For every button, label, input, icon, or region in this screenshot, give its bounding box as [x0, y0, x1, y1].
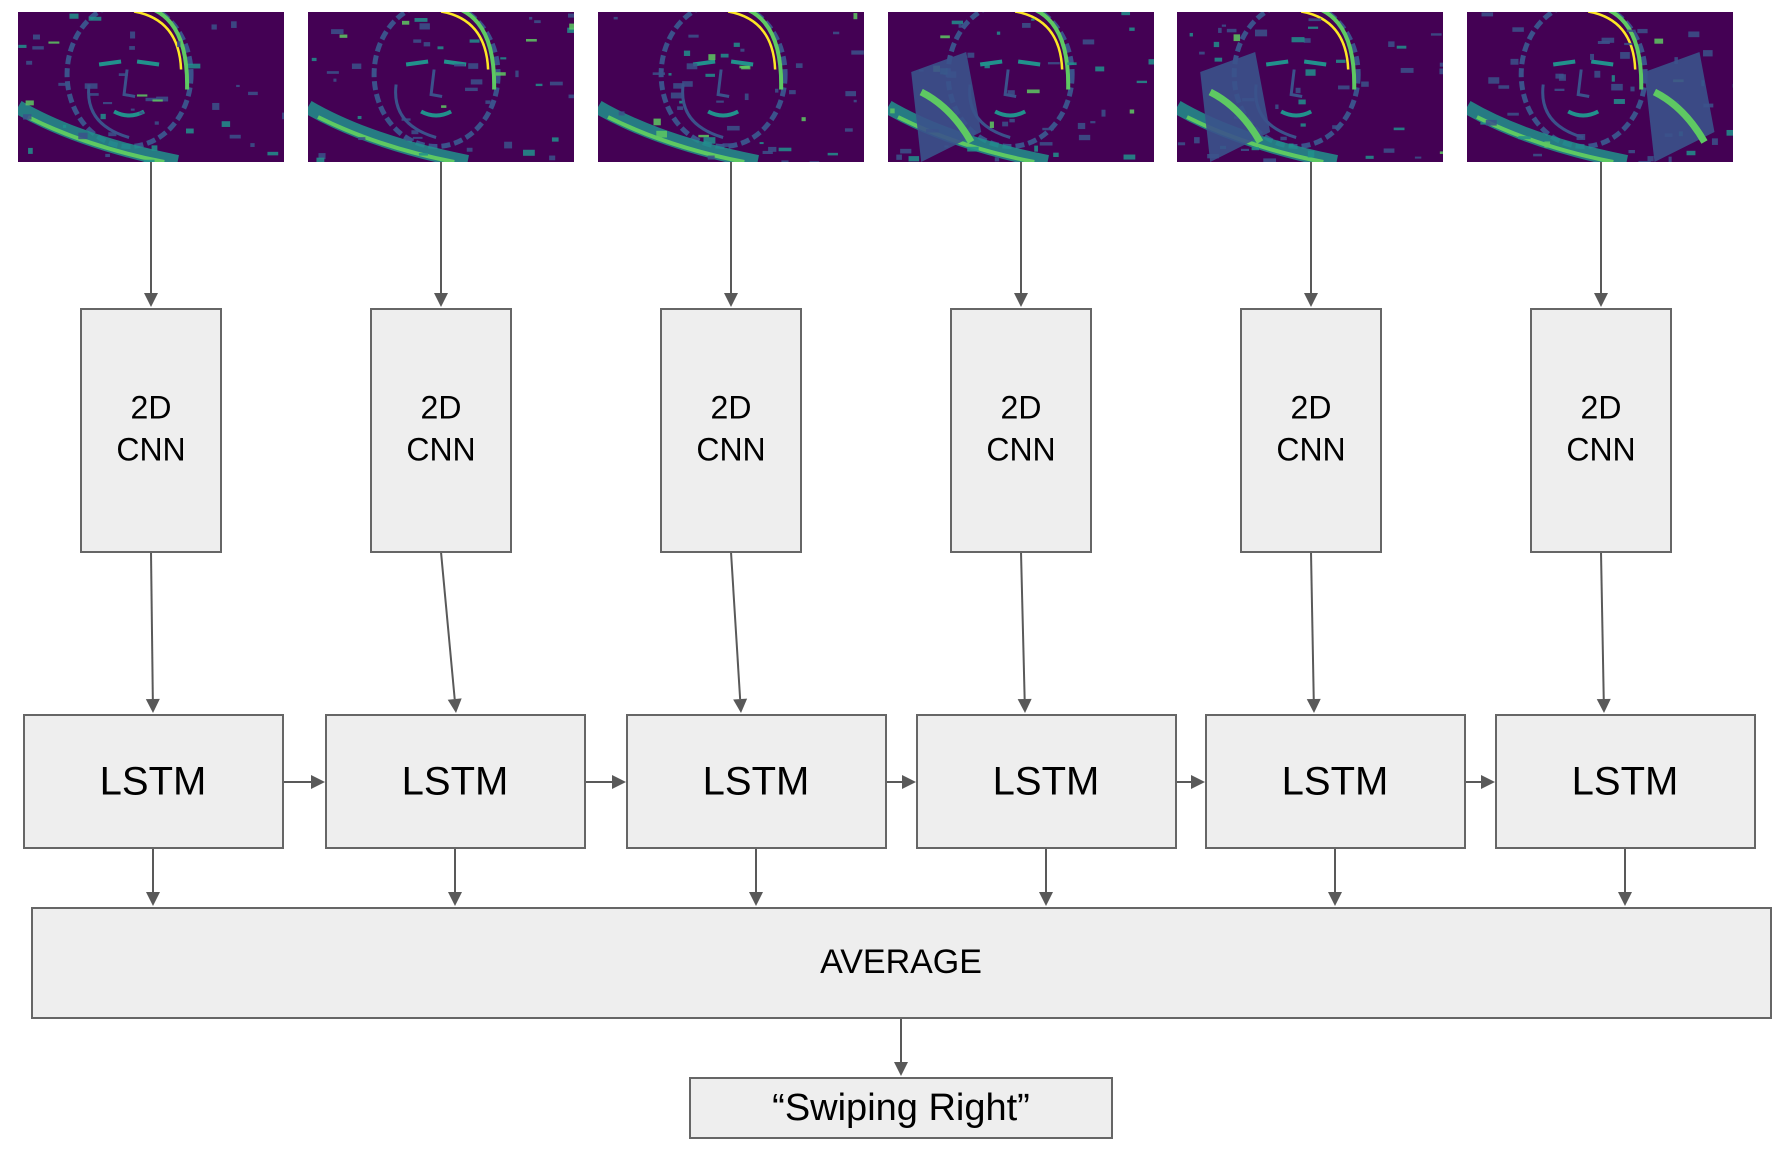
arrow-frame-to-cnn	[724, 162, 738, 307]
cnn-block: 2D CNN	[1240, 308, 1382, 553]
input-frame-image	[1177, 12, 1443, 162]
cnn-block: 2D CNN	[1530, 308, 1672, 553]
cnn-label-line1: 2D	[1001, 389, 1042, 425]
output-label: “Swiping Right”	[772, 1087, 1030, 1129]
cnn-label-line2: CNN	[986, 431, 1055, 467]
arrow-frame-to-cnn	[434, 162, 448, 307]
cnn-block: 2D CNN	[80, 308, 222, 553]
cnn-label-line1: 2D	[131, 389, 172, 425]
lstm-block: LSTM	[1205, 714, 1466, 849]
input-frame-image	[18, 12, 284, 162]
arrow-lstm-to-average	[448, 848, 462, 906]
output-block: “Swiping Right”	[689, 1077, 1113, 1139]
arrow-lstm-to-lstm	[1176, 775, 1205, 789]
cnn-label-line2: CNN	[696, 431, 765, 467]
arrow-cnn-to-lstm	[730, 551, 748, 713]
lstm-block: LSTM	[1495, 714, 1756, 849]
lstm-label: LSTM	[1572, 760, 1679, 804]
lstm-label: LSTM	[993, 760, 1100, 804]
arrow-lstm-to-lstm	[283, 775, 325, 789]
cnn-label-line2: CNN	[116, 431, 185, 467]
cnn-block: 2D CNN	[950, 308, 1092, 553]
input-frame-image	[1467, 12, 1733, 162]
cnn-label-line1: 2D	[421, 389, 462, 425]
arrow-cnn-to-lstm	[440, 551, 462, 713]
lstm-block: LSTM	[325, 714, 586, 849]
arrow-lstm-to-lstm	[886, 775, 916, 789]
average-block: AVERAGE	[31, 907, 1772, 1019]
arrow-cnn-to-lstm	[1017, 551, 1032, 713]
arrow-lstm-to-average	[1618, 848, 1632, 906]
cnn-label-line1: 2D	[1291, 389, 1332, 425]
lstm-label: LSTM	[100, 760, 207, 804]
arrow-lstm-to-average	[749, 848, 763, 906]
input-frame-image	[598, 12, 864, 162]
arrow-average-to-output	[894, 1018, 908, 1076]
average-label: AVERAGE	[820, 943, 982, 981]
arrow-lstm-to-average	[1328, 848, 1342, 906]
cnn-block: 2D CNN	[370, 308, 512, 553]
cnn-label-line1: 2D	[1581, 389, 1622, 425]
arrow-frame-to-cnn	[1014, 162, 1028, 307]
flow-arrows	[144, 162, 1632, 1076]
lstm-label: LSTM	[1282, 760, 1389, 804]
cnn-block: 2D CNN	[660, 308, 802, 553]
lstm-block: LSTM	[916, 714, 1177, 849]
input-frames	[18, 12, 1733, 162]
lstm-label: LSTM	[703, 760, 810, 804]
arrow-lstm-to-average	[1039, 848, 1053, 906]
arrow-lstm-to-lstm	[1465, 775, 1495, 789]
arrow-frame-to-cnn	[1304, 162, 1318, 307]
input-frame-image	[888, 12, 1154, 162]
cnn-label-line2: CNN	[1276, 431, 1345, 467]
cnn-label-line2: CNN	[1566, 431, 1635, 467]
arrow-frame-to-cnn	[1594, 162, 1608, 307]
cnn-label-line1: 2D	[711, 389, 752, 425]
lstm-block: LSTM	[626, 714, 887, 849]
arrow-cnn-to-lstm	[1596, 551, 1611, 713]
lstm-label: LSTM	[402, 760, 509, 804]
lstm-block: LSTM	[23, 714, 284, 849]
arrow-lstm-to-lstm	[585, 775, 626, 789]
arrow-frame-to-cnn	[144, 162, 158, 307]
arrow-cnn-to-lstm	[1306, 551, 1321, 713]
input-frame-image	[308, 12, 574, 162]
cnn-label-line2: CNN	[406, 431, 475, 467]
arrow-lstm-to-average	[146, 848, 160, 906]
arrow-cnn-to-lstm	[145, 551, 160, 713]
